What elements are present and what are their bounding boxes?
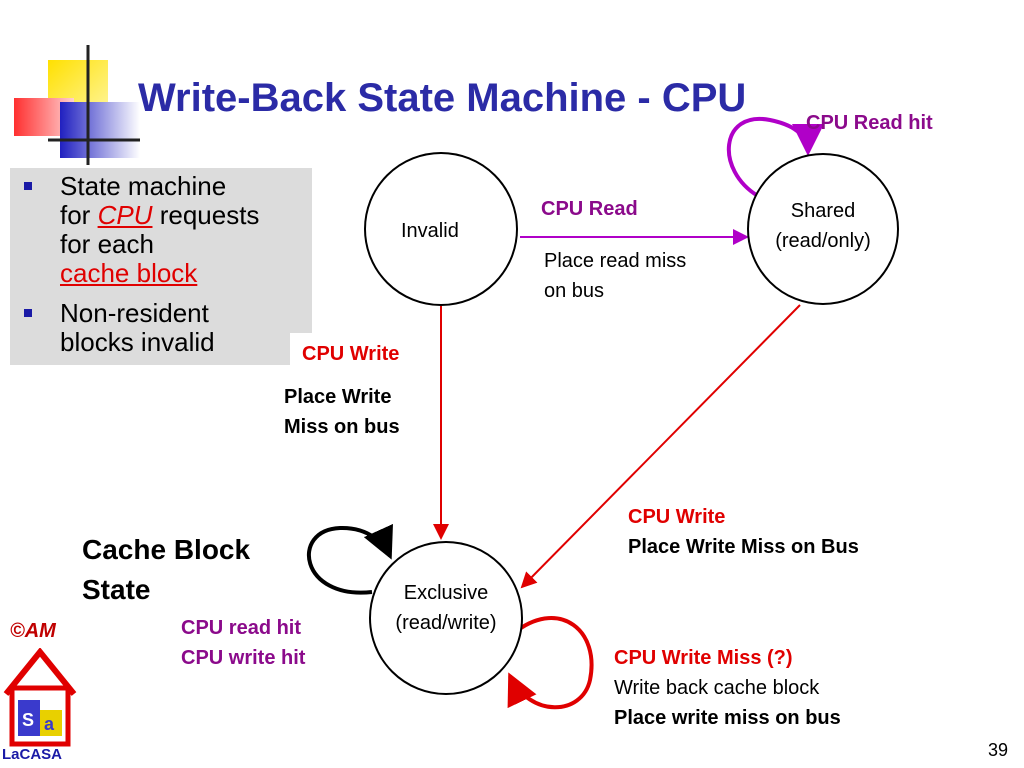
shared-label-line-2: (read/only) [775,230,871,252]
bullet-1-line-3: for each [60,229,154,259]
shared-state-label: Shared (read/only) [768,196,878,256]
slide-title: Write-Back State Machine - CPU [138,76,747,120]
white-patch [290,333,320,368]
shared-label-line-1: Shared [790,200,856,222]
exclusive-state-label: Exclusive (read/write) [381,578,511,638]
cpu-read-label: CPU Read [541,198,638,220]
cpu-link[interactable]: CPU [97,200,153,230]
cpu-write-miss-label: CPU Write Miss (?) [614,647,793,669]
shared-self-loop-arrow [726,116,824,198]
bullet-1-for: for [60,200,98,230]
cache-block-line-2: State [82,574,151,605]
bullet-box: State machine for CPU requests for each … [10,168,312,365]
logo-text: LaCASA [2,746,63,763]
write-back-label: Write back cache block [614,677,820,699]
bullet-1-line-2: for CPU requests [60,201,320,230]
title-decoration [14,45,140,165]
lacasa-logo-icon: S a [3,648,77,747]
cpu-write-left-label: CPU Write [302,343,400,365]
exclusive-state-circle [369,541,523,695]
invalid-state-label: Invalid [401,220,459,242]
bullet-1-line-1: State machine [60,171,227,201]
place-read-miss-label-1: Place read miss [544,250,687,272]
bullet-square-icon [24,309,32,317]
cpu-read-hit-lower-label: CPU read hit [181,617,302,639]
cache-block-state-label: Cache Block State [82,530,250,610]
exclusive-read-write-hit-loop [306,523,393,595]
svg-text:a: a [44,714,55,734]
copyright-label: ©AM [10,620,56,642]
exclusive-label-line-1: Exclusive [403,582,489,604]
exclusive-label-line-2: (read/write) [395,612,497,634]
place-write-label-1: Place Write [284,386,392,408]
cpu-read-hit-label: CPU Read hit [806,112,933,134]
bullet-1-requests: requests [152,200,260,230]
bullet-square-icon [24,182,32,190]
cache-block-link[interactable]: cache block [60,258,198,288]
cache-block-line-1: Cache Block [82,534,251,565]
cpu-write-hit-label: CPU write hit [181,647,306,669]
bullet-2-line-1: Non-resident [60,298,209,328]
shared-state-circle [747,153,899,305]
bullet-2-line-2: blocks invalid [60,327,215,357]
page-number: 39 [987,740,1008,760]
cpu-write-right-label: CPU Write [628,506,726,528]
exclusive-write-miss-loop [507,616,594,710]
shared-to-exclusive-arrow [520,304,801,589]
place-write-label-2: Miss on bus [284,416,400,438]
invalid-state-circle [364,152,518,306]
place-write-miss-bus2-label: Place write miss on bus [614,707,841,729]
place-read-miss-label-2: on bus [544,280,605,302]
place-write-miss-bus-label: Place Write Miss on Bus [628,536,859,558]
svg-text:S: S [22,710,34,730]
